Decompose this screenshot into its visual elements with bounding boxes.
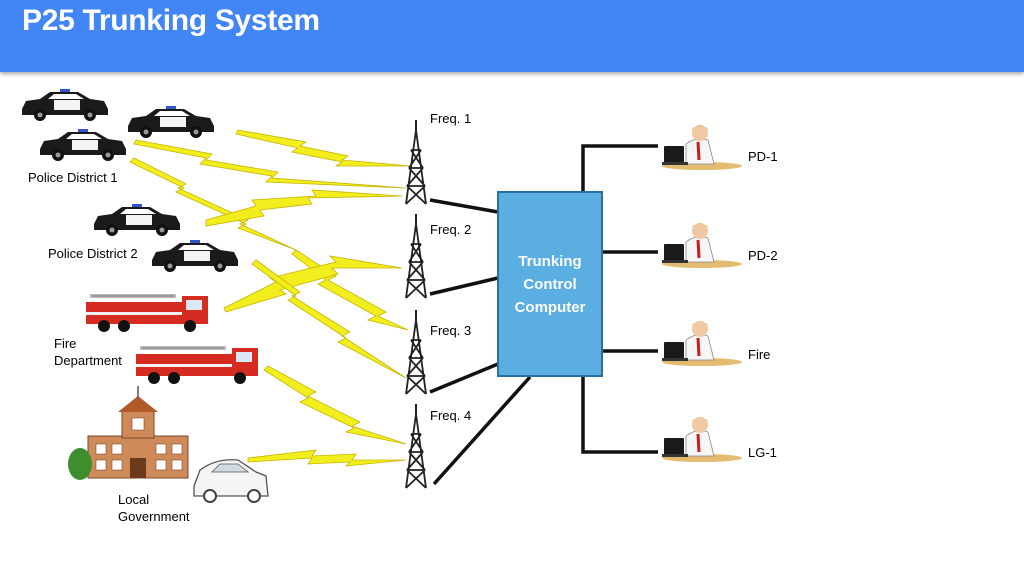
tower-label: Freq. 4 bbox=[430, 408, 471, 423]
radio-links bbox=[129, 129, 411, 467]
tower-label: Freq. 3 bbox=[430, 323, 471, 338]
page-title: P25 Trunking System bbox=[22, 4, 320, 37]
radio-tower-icon bbox=[405, 213, 427, 299]
police-car-icon bbox=[94, 204, 180, 236]
tower-label: Freq. 1 bbox=[430, 111, 471, 126]
lightning-icon bbox=[251, 259, 407, 379]
controller-label-line2: Control bbox=[523, 276, 576, 293]
lightning-icon bbox=[133, 139, 407, 189]
lightning-icon bbox=[263, 365, 407, 445]
connection-lines bbox=[429, 144, 658, 486]
police-car-icon bbox=[40, 129, 126, 161]
radio-tower-icon bbox=[405, 309, 427, 395]
dispatcher-icon bbox=[660, 319, 744, 368]
trunking-control-computer: Trunking Control Computer bbox=[497, 191, 603, 377]
police-district-2-label: Police District 2 bbox=[48, 246, 138, 261]
dispatcher-label: PD-2 bbox=[748, 248, 778, 263]
local-gov-label-line1: Local bbox=[118, 492, 149, 507]
lightning-icon bbox=[205, 189, 403, 227]
dispatcher-icon bbox=[660, 221, 744, 270]
tower-group: Freq. 1 Freq. 2 Freq. 3 Freq. 4 bbox=[405, 111, 471, 489]
title-bar: P25 Trunking System bbox=[0, 0, 1024, 72]
fire-label-line2: Department bbox=[54, 353, 122, 368]
dispatcher-label: Fire bbox=[748, 347, 770, 362]
police-car-icon bbox=[22, 89, 108, 121]
police-district-2: Police District 2 bbox=[48, 204, 238, 272]
controller-label-line3: Computer bbox=[515, 299, 586, 316]
dispatcher-icon bbox=[660, 415, 744, 464]
controller-label-line1: Trunking bbox=[518, 253, 581, 270]
police-car-icon bbox=[128, 106, 214, 138]
police-district-1-label: Police District 1 bbox=[28, 170, 118, 185]
car-icon bbox=[193, 459, 269, 503]
fire-label-line1: Fire bbox=[54, 336, 76, 351]
local-government: Local Government bbox=[68, 386, 269, 524]
dispatcher-label: LG-1 bbox=[748, 445, 777, 460]
police-car-icon bbox=[152, 240, 238, 272]
dispatcher-icon bbox=[660, 123, 744, 172]
dispatch-consoles: PD-1 PD-2 Fire LG-1 bbox=[660, 123, 778, 464]
lightning-icon bbox=[223, 255, 403, 313]
lightning-icon bbox=[235, 129, 411, 167]
fire-truck-icon bbox=[85, 293, 209, 333]
radio-tower-icon bbox=[405, 403, 427, 489]
tower-label: Freq. 2 bbox=[430, 222, 471, 237]
local-gov-label-line2: Government bbox=[118, 509, 190, 524]
police-district-1: Police District 1 bbox=[22, 89, 214, 185]
dispatcher-label: PD-1 bbox=[748, 149, 778, 164]
government-building-icon bbox=[68, 386, 189, 480]
fire-truck-icon bbox=[135, 345, 259, 385]
lightning-icon bbox=[247, 449, 407, 467]
trunking-diagram: Police District 1 Police District 2 Fire… bbox=[22, 89, 778, 524]
lightning-icon bbox=[129, 157, 297, 251]
fire-department: Fire Department bbox=[54, 293, 259, 385]
radio-tower-icon bbox=[405, 119, 427, 205]
